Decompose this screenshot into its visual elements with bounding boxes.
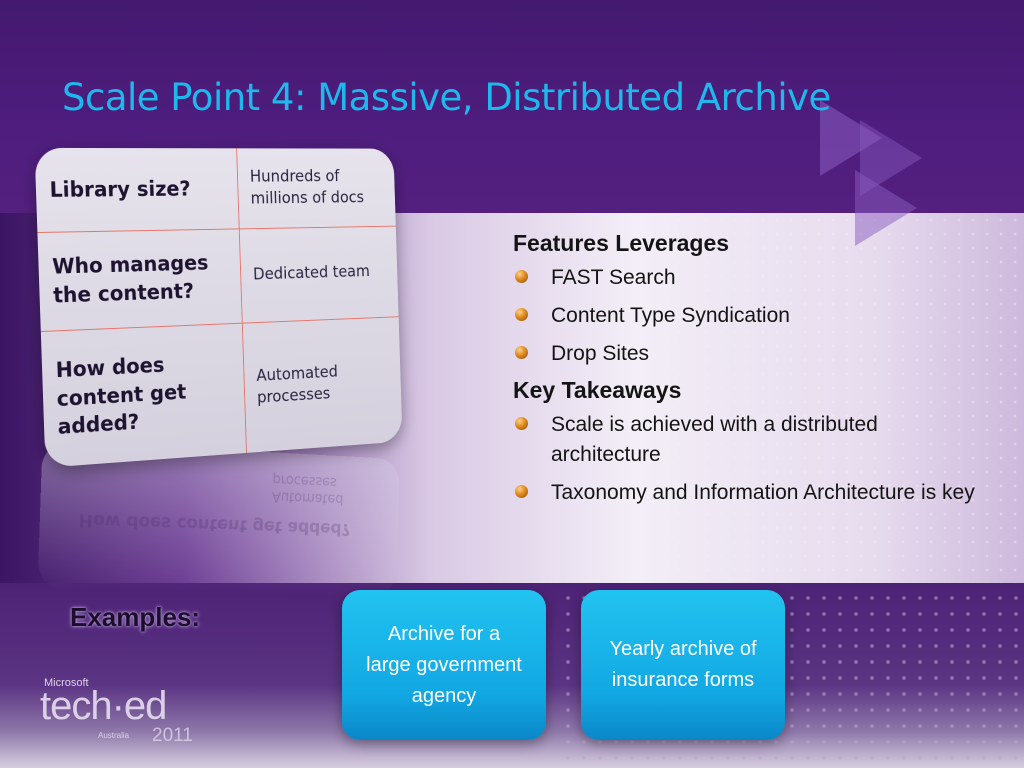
example-text: Yearly archive of insurance forms: [609, 638, 757, 691]
play-arrow-decoration: [855, 170, 917, 246]
list-item-text: Scale is achieved with a distributed arc…: [551, 413, 878, 466]
slide-title: Scale Point 4: Massive, Distributed Arch…: [62, 76, 831, 119]
example-box-government: Archive for a large government agency: [342, 590, 546, 740]
example-text: Archive for a large government agency: [366, 622, 522, 707]
takeaways-heading: Key Takeaways: [513, 377, 682, 403]
list-item-text: Taxonomy and Information Architecture is…: [551, 481, 975, 504]
list-item: Taxonomy and Information Architecture is…: [513, 478, 993, 508]
question-card: Library size? Hundreds of millions of do…: [34, 147, 440, 468]
question-cell: Who manages the content?: [37, 228, 242, 332]
answer-cell: Automated processes: [256, 362, 339, 408]
list-item: Scale is achieved with a distributed arc…: [513, 410, 993, 470]
question-card-panel: Library size? Hundreds of millions of do…: [34, 147, 403, 468]
logo-country: Australia: [98, 731, 130, 740]
list-item-text: FAST Search: [551, 266, 676, 289]
reflection-text: How does content get added?: [78, 509, 351, 540]
answer-cell: Dedicated team: [238, 225, 399, 323]
examples-label: Examples:: [70, 602, 201, 632]
question-cell: Library size?: [34, 147, 239, 232]
list-item: Drop Sites: [513, 339, 993, 369]
list-item-text: Drop Sites: [551, 342, 650, 365]
question-cell: How does content get added?: [40, 322, 247, 468]
features-list: FAST Search Content Type Syndication Dro…: [513, 263, 993, 369]
list-item: FAST Search: [513, 263, 993, 293]
logo-name: tech·ed: [40, 684, 167, 728]
bullet-icon: [515, 270, 528, 283]
question-row: Library size? Hundreds of millions of do…: [34, 147, 396, 232]
question-row: Who manages the content? Dedicated team: [37, 225, 399, 332]
logo-brand: Microsoft: [44, 677, 89, 689]
bullet-icon: [515, 346, 528, 359]
question-table: Library size? Hundreds of millions of do…: [34, 147, 403, 468]
question-row: How does content get added? Automated pr…: [40, 316, 403, 468]
logo-year: 2011: [152, 725, 193, 746]
bullet-icon: [515, 417, 528, 430]
features-heading: Features Leverages: [513, 230, 730, 256]
content-panel: Features Leverages FAST Search Content T…: [513, 230, 993, 516]
answer-cell: Hundreds of millions of docs: [236, 148, 396, 229]
example-box-insurance: Yearly archive of insurance forms: [581, 590, 785, 740]
reflection-text: Automated processes: [271, 471, 344, 509]
list-item: Content Type Syndication: [513, 301, 993, 331]
list-item-text: Content Type Syndication: [551, 304, 790, 327]
play-arrow-decoration: [820, 100, 882, 176]
bullet-icon: [515, 308, 528, 321]
bullet-icon: [515, 485, 528, 498]
takeaways-list: Scale is achieved with a distributed arc…: [513, 410, 993, 508]
